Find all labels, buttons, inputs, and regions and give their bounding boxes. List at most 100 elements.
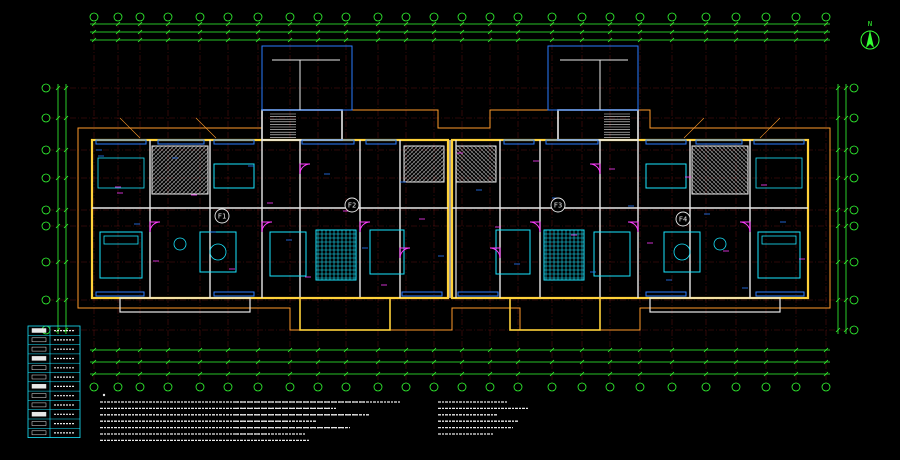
- window: [95, 291, 145, 297]
- axis-bubble-bottom: [341, 382, 351, 392]
- dim-tick: [225, 347, 231, 353]
- axis-bubble-bottom: [135, 382, 145, 392]
- core-outline: [261, 45, 353, 111]
- axis-bubble-top: [113, 12, 123, 22]
- dim-tick: [733, 359, 739, 365]
- axis-bubble-top: [577, 12, 587, 22]
- window: [213, 291, 255, 297]
- building-half: [90, 45, 450, 331]
- kitchen-counter: [755, 157, 803, 189]
- dim-tick: [287, 21, 293, 27]
- dim-tick: [669, 37, 675, 43]
- bed: [495, 229, 531, 275]
- dim-tick: [487, 347, 493, 353]
- window: [95, 139, 147, 145]
- axis-bubble-bottom: [163, 382, 173, 392]
- dim-tick: [459, 347, 465, 353]
- legend-swatch: [31, 374, 47, 380]
- axis-bubble-bottom: [577, 382, 587, 392]
- axis-bubble-right: [849, 325, 859, 335]
- dim-tick: [287, 371, 293, 377]
- bathroom-tile: [543, 229, 585, 281]
- axis-bubble-top: [457, 12, 467, 22]
- dim-tick: [63, 259, 69, 265]
- dim-tick: [637, 37, 643, 43]
- building-half: [450, 45, 810, 331]
- axis-bubble-bottom: [761, 382, 771, 392]
- balcony: [299, 297, 391, 331]
- dim-tick: [63, 85, 69, 91]
- dimension-lines: [55, 21, 849, 377]
- window: [503, 139, 535, 145]
- dim-tick: [91, 21, 97, 27]
- dim-tick: [403, 21, 409, 27]
- axis-bubble-left: [41, 205, 51, 215]
- dim-tick: [733, 29, 739, 35]
- dim-tick: [287, 29, 293, 35]
- north-arrow: N: [860, 20, 880, 50]
- dim-tick: [669, 347, 675, 353]
- dim-tick: [733, 371, 739, 377]
- dim-tick: [459, 21, 465, 27]
- dim-tick: [255, 371, 261, 377]
- dim-tick: [343, 347, 349, 353]
- dim-tick: [55, 175, 61, 181]
- dim-tick: [515, 347, 521, 353]
- axis-bubble-top: [821, 12, 831, 22]
- dim-tick: [637, 29, 643, 35]
- axis-bubble-top: [89, 12, 99, 22]
- dim-tick: [115, 347, 121, 353]
- dim-tick: [459, 359, 465, 365]
- dim-tick: [55, 259, 61, 265]
- dim-tick: [823, 347, 829, 353]
- pillow: [103, 235, 139, 245]
- dim-tick: [607, 37, 613, 43]
- dim-tick: [63, 223, 69, 229]
- dim-tick: [733, 37, 739, 43]
- axis-bubble-left: [41, 173, 51, 183]
- dim-tick: [763, 21, 769, 27]
- dim-tick: [549, 21, 555, 27]
- dim-tick: [431, 29, 437, 35]
- coffee-table: [673, 243, 691, 261]
- dim-tick: [515, 371, 521, 377]
- dim-tick: [835, 175, 841, 181]
- sofa-set: [199, 231, 237, 273]
- dim-tick: [703, 371, 709, 377]
- axis-bubble-bottom: [285, 382, 295, 392]
- window: [645, 291, 687, 297]
- dim-tick: [91, 371, 97, 377]
- axis-bubble-bottom: [667, 382, 677, 392]
- dim-tick: [343, 359, 349, 365]
- dim-tick: [403, 359, 409, 365]
- dim-tick: [55, 297, 61, 303]
- dim-tick: [637, 359, 643, 365]
- unit-label-circle: [344, 197, 360, 213]
- dim-tick: [843, 85, 849, 91]
- dim-tick: [343, 37, 349, 43]
- axis-bubble-bottom: [547, 382, 557, 392]
- axis-bubble-top: [605, 12, 615, 22]
- dim-tick: [255, 347, 261, 353]
- legend-swatch: [31, 365, 47, 370]
- dim-tick: [835, 115, 841, 121]
- dim-tick: [137, 37, 143, 43]
- unit-label-text: F3: [554, 202, 562, 210]
- dim-tick: [431, 359, 437, 365]
- axis-bubble-bottom: [513, 382, 523, 392]
- dim-tick: [137, 371, 143, 377]
- dim-tick: [515, 359, 521, 365]
- dim-tick: [225, 359, 231, 365]
- dim-tick: [607, 359, 613, 365]
- dim-tick: [197, 371, 203, 377]
- axis-bubble-bottom: [701, 382, 711, 392]
- axis-bubble-left: [41, 295, 51, 305]
- axis-bubble-left: [41, 83, 51, 93]
- door-swing: [299, 163, 311, 175]
- dim-tick: [763, 29, 769, 35]
- dim-tick: [197, 21, 203, 27]
- dim-tick: [843, 327, 849, 333]
- window: [755, 291, 805, 297]
- dim-tick: [431, 21, 437, 27]
